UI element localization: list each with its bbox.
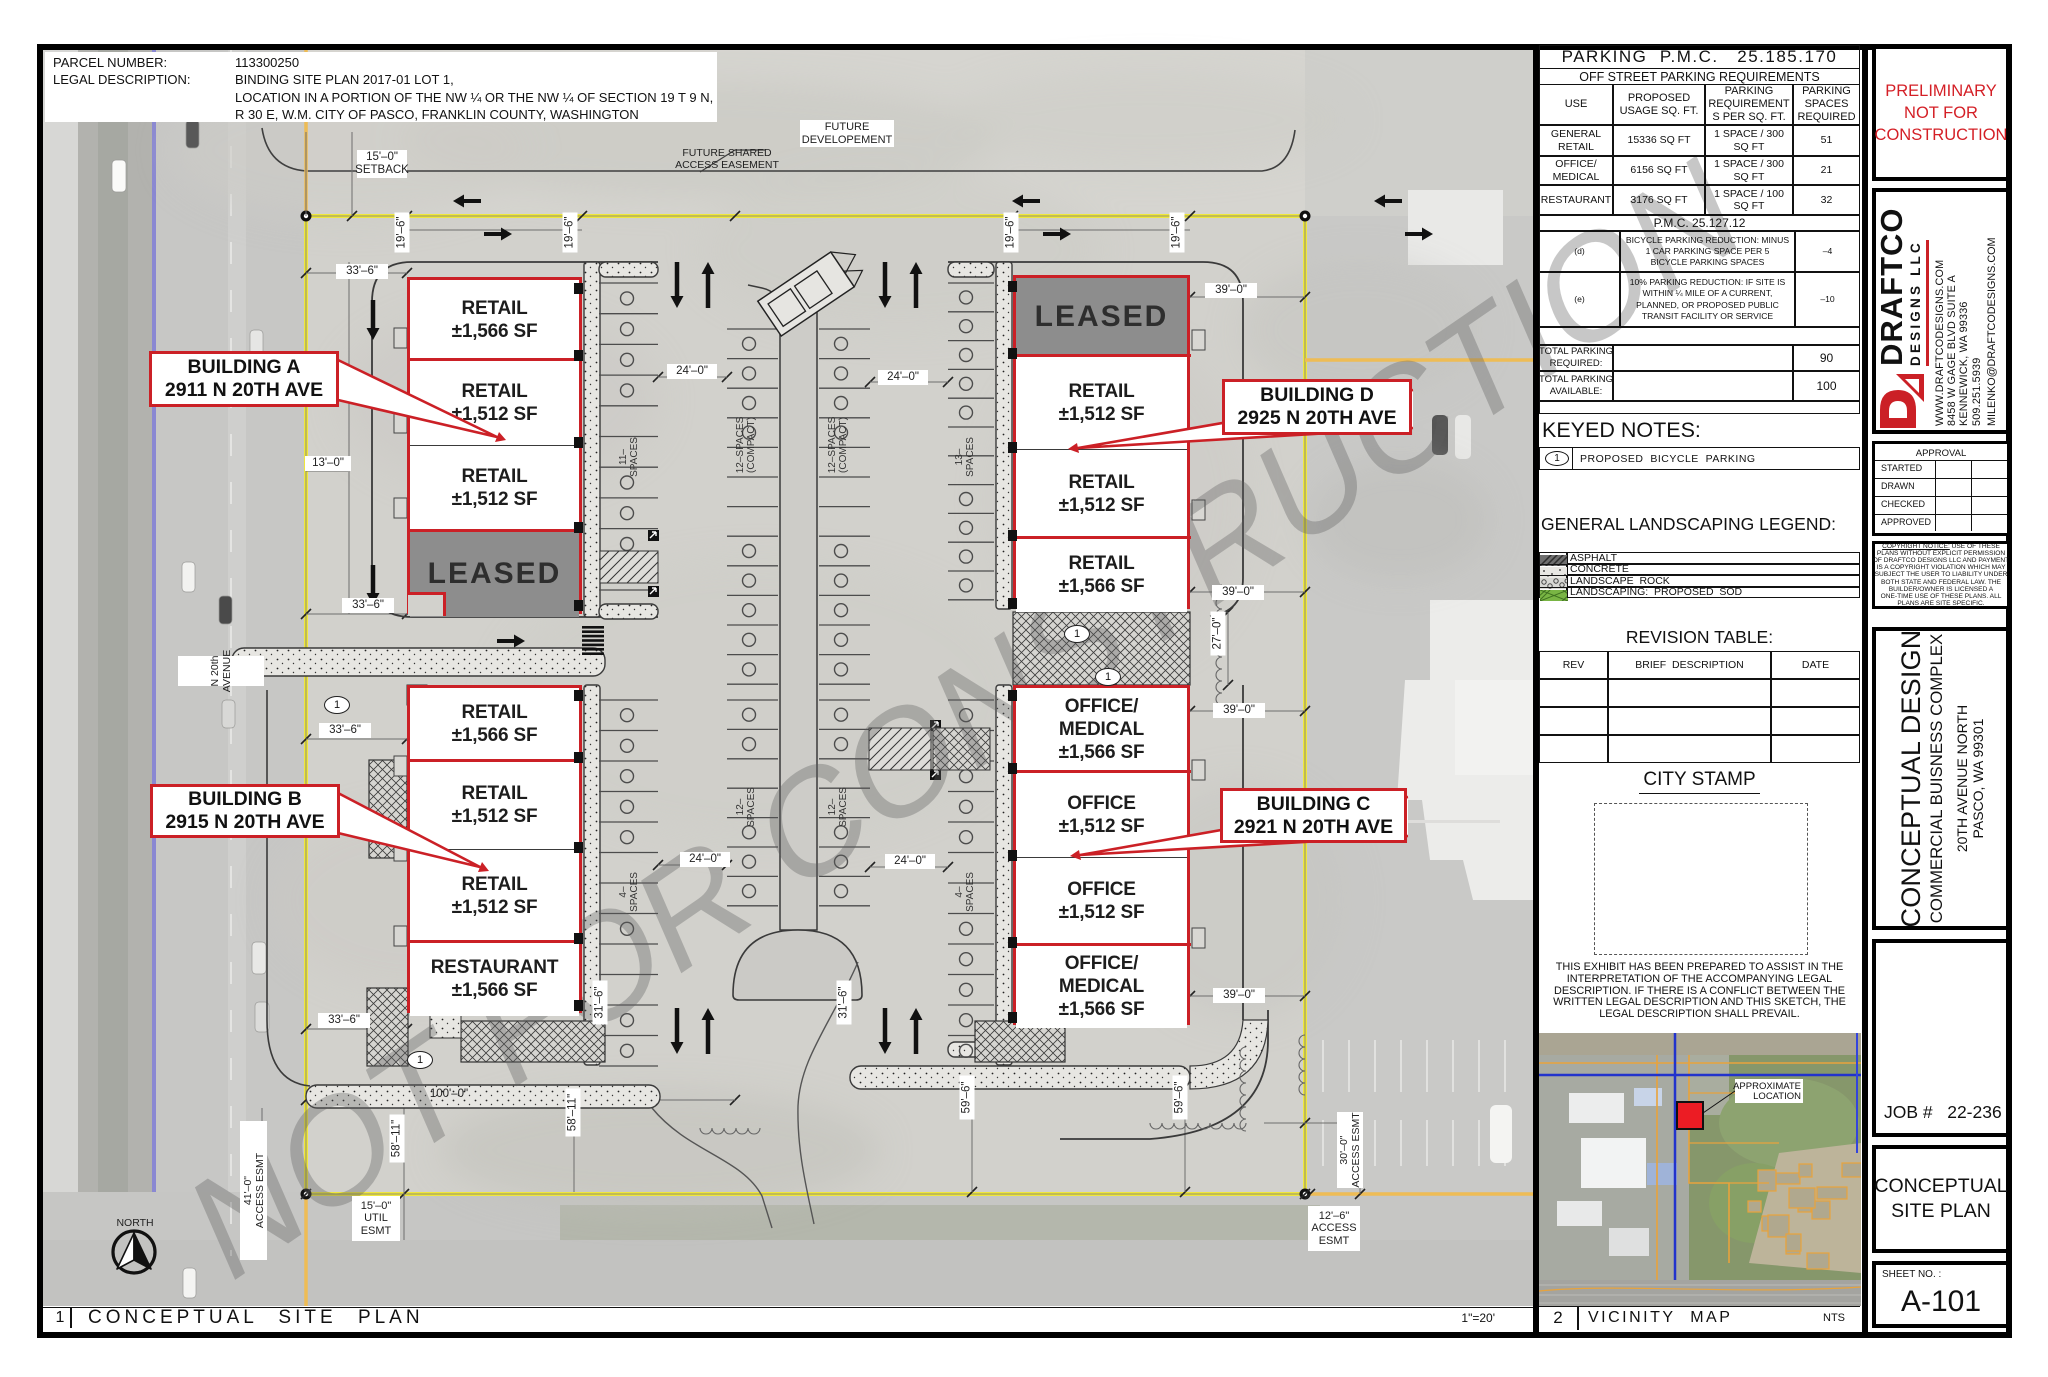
svg-text:APPROXIMATE: APPROXIMATE <box>1733 1081 1801 1092</box>
svg-text:LOCATION: LOCATION <box>1753 1091 1801 1102</box>
